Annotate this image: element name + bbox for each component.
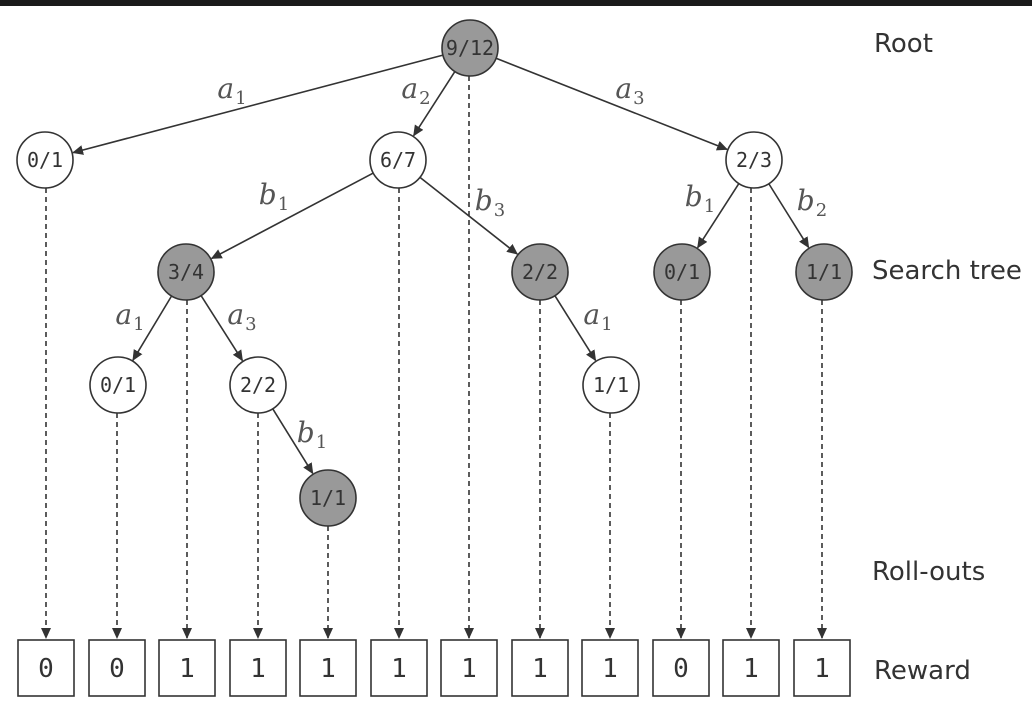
node-value: 1/1: [310, 486, 346, 510]
tree-nodes: 9/12 0/1 6/7 2/3 3/4 2/2 0/1 1/1 0/1 2/2 1/1 1/1: [16, 19, 853, 527]
white-node: [582, 356, 640, 414]
reward-box: [511, 639, 569, 697]
reward-value: 0: [109, 654, 125, 684]
node-value: 3/4: [168, 260, 204, 284]
reward-box: [722, 639, 780, 697]
reward-boxes: 0 0 1 1 1 1 1 1 1 0 1 1: [17, 639, 851, 697]
reward-box: [440, 639, 498, 697]
tree-edge: [132, 295, 173, 362]
tree-edge: [200, 295, 244, 362]
node-value: 2/3: [736, 148, 772, 172]
reward-box: [158, 639, 216, 697]
reward-box: [793, 639, 851, 697]
shaded-node: [653, 243, 711, 301]
action-label: b3: [475, 184, 505, 221]
tree-edge: [72, 54, 444, 155]
reward-box: [370, 639, 428, 697]
action-label: b2: [797, 184, 827, 221]
node-value: 1/1: [593, 373, 629, 397]
node-value: 0/1: [27, 148, 63, 172]
reward-box: [88, 639, 146, 697]
shaded-node: [441, 19, 499, 77]
action-label: a1: [217, 72, 246, 109]
reward-value: 1: [743, 654, 759, 684]
shaded-node: [157, 243, 215, 301]
reward-box: [17, 639, 75, 697]
top-border: [0, 0, 1032, 6]
node-value: 0/1: [664, 260, 700, 284]
root-label: Root: [874, 29, 933, 59]
reward-value: 1: [179, 654, 195, 684]
reward-value: 1: [602, 654, 618, 684]
action-label: a3: [227, 298, 256, 335]
tree-edge: [495, 57, 728, 151]
node-value: 2/2: [522, 260, 558, 284]
node-value: 6/7: [380, 148, 416, 172]
reward-value: 1: [532, 654, 548, 684]
search-tree-label: Search tree: [872, 256, 1022, 286]
reward-value: 1: [250, 654, 266, 684]
shaded-node: [299, 469, 357, 527]
node-value: 2/2: [240, 373, 276, 397]
action-label: a2: [401, 72, 430, 109]
tree-edge: [210, 172, 374, 260]
action-label: a3: [615, 72, 644, 109]
reward-value: 1: [814, 654, 830, 684]
reward-box: [299, 639, 357, 697]
tree-edge: [419, 176, 519, 255]
shaded-node: [511, 243, 569, 301]
node-value: 9/12: [446, 36, 494, 60]
reward-box: [581, 639, 639, 697]
white-node: [369, 131, 427, 189]
action-label: a1: [115, 298, 144, 335]
rollouts-label: Roll-outs: [872, 557, 985, 587]
white-node: [16, 131, 74, 189]
tree-edge: [768, 183, 810, 249]
reward-value: 1: [320, 654, 336, 684]
node-value: 0/1: [100, 373, 136, 397]
white-node: [725, 131, 783, 189]
rollout-lines: [41, 76, 827, 639]
tree-edge: [554, 295, 597, 362]
tree-edge: [272, 408, 314, 475]
reward-value: 1: [461, 654, 477, 684]
action-label: b1: [259, 178, 289, 215]
action-label: b1: [685, 180, 715, 217]
action-label: b1: [297, 416, 327, 453]
side-labels: Root Search tree Roll-outs Reward: [872, 29, 1022, 686]
white-node: [229, 356, 287, 414]
reward-value: 1: [391, 654, 407, 684]
tree-edge: [413, 71, 456, 137]
reward-box: [652, 639, 710, 697]
reward-value: 0: [673, 654, 689, 684]
reward-label: Reward: [874, 656, 971, 686]
tree-edge: [697, 183, 740, 249]
node-value: 1/1: [806, 260, 842, 284]
action-label: a1: [583, 298, 612, 335]
shaded-node: [795, 243, 853, 301]
white-node: [89, 356, 147, 414]
reward-value: 0: [38, 654, 54, 684]
reward-box: [229, 639, 287, 697]
